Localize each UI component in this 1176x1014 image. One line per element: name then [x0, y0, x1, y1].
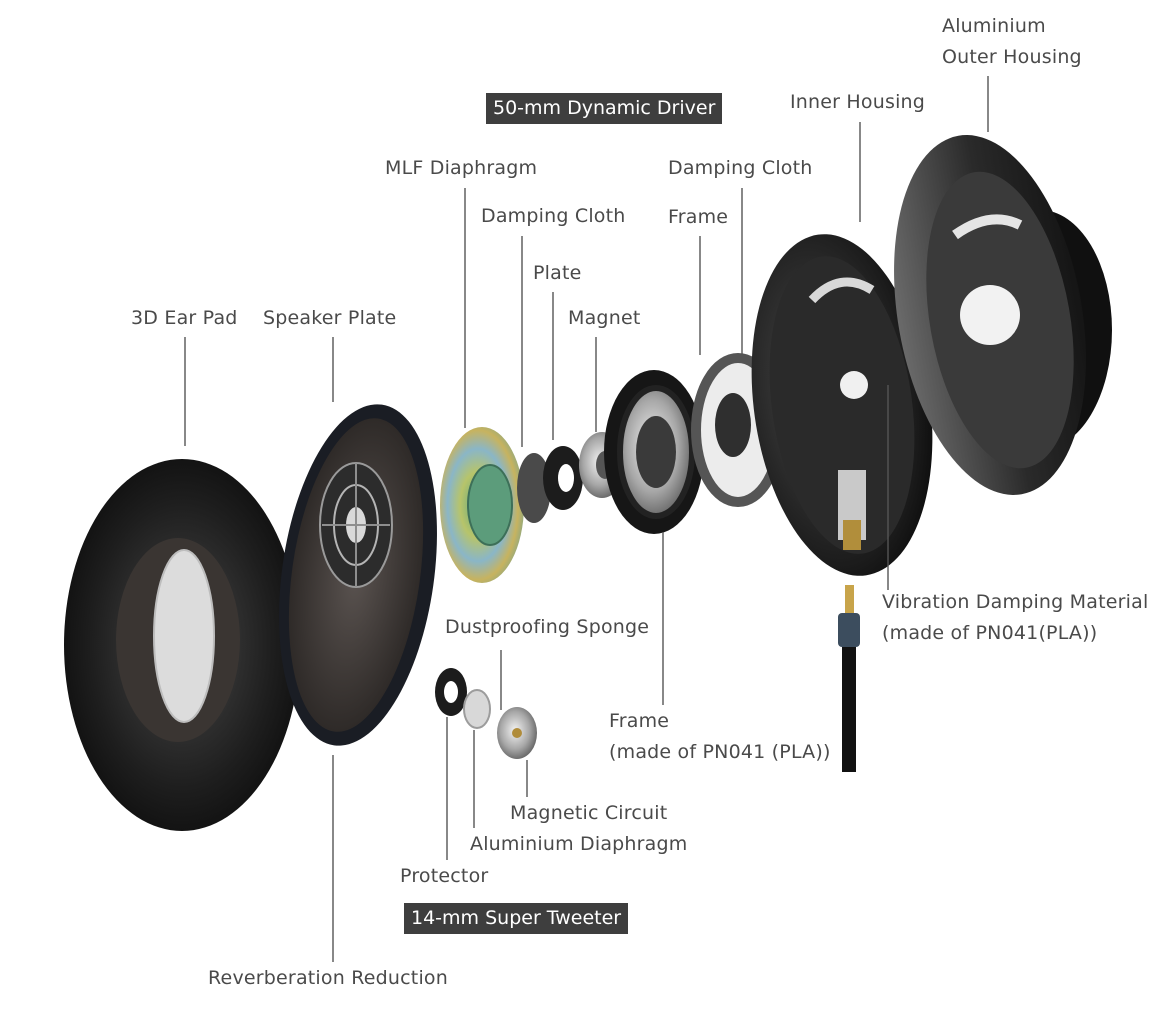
- label-speaker-plate: Speaker Plate: [263, 307, 397, 329]
- tweeter-magnetic-circuit-illustration: [497, 707, 537, 759]
- tweeter-aluminium-diaphragm-illustration: [463, 689, 491, 729]
- ear-pad-illustration: [64, 459, 300, 831]
- label-aluminium-outer-housing-line2: Outer Housing: [942, 46, 1082, 68]
- label-frame-bottom-line2: (made of PN041 (PLA)): [609, 741, 831, 763]
- label-plate: Plate: [533, 262, 582, 284]
- tweeter-title: 14-mm Super Tweeter: [404, 903, 629, 934]
- leader-lines: [184, 76, 989, 962]
- label-inner-housing: Inner Housing: [790, 91, 926, 113]
- inner-housing-illustration: [751, 234, 933, 576]
- speaker-plate-illustration: [279, 404, 437, 746]
- label-reverberation-reduction: Reverberation Reduction: [208, 967, 449, 989]
- label-magnet: Magnet: [568, 307, 641, 329]
- plate-illustration: [543, 446, 583, 510]
- label-3d-ear-pad: 3D Ear Pad: [131, 307, 238, 329]
- label-dustproofing-sponge: Dustproofing Sponge: [445, 616, 650, 638]
- label-vibration-damping-line1: Vibration Damping Material: [882, 591, 1149, 613]
- label-damping-cloth-right: Damping Cloth: [668, 157, 813, 179]
- label-damping-cloth-left: Damping Cloth: [481, 205, 626, 227]
- label-mlf-diaphragm: MLF Diaphragm: [385, 157, 538, 179]
- audio-cable-illustration: [838, 585, 860, 772]
- driver-frame-illustration: [604, 370, 704, 534]
- outer-housing-illustration: [894, 135, 1112, 495]
- damping-cloth-illustration: [517, 453, 551, 523]
- label-frame-top: Frame: [668, 206, 729, 228]
- label-protector: Protector: [400, 865, 489, 887]
- label-aluminium-outer-housing-line1: Aluminium: [942, 15, 1046, 37]
- label-frame-bottom-line1: Frame: [609, 710, 670, 732]
- mlf-diaphragm-illustration: [440, 427, 524, 583]
- label-magnetic-circuit: Magnetic Circuit: [510, 802, 668, 824]
- label-aluminium-diaphragm: Aluminium Diaphragm: [470, 833, 688, 855]
- label-vibration-damping-line2: (made of PN041(PLA)): [882, 622, 1098, 644]
- driver-title: 50-mm Dynamic Driver: [486, 93, 723, 124]
- tweeter-protector-illustration: [435, 668, 467, 716]
